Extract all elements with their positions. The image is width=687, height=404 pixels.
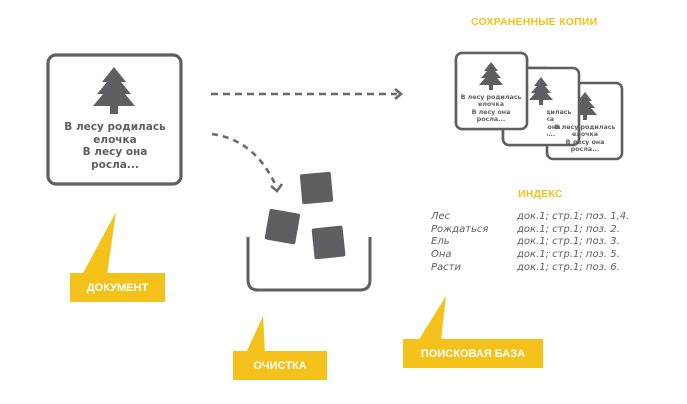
index-row: Рождаться док.1; стр.1; поз. 2.: [431, 224, 629, 237]
text-line: росла...: [526, 131, 556, 139]
document-label: ДОКУМЕНТ: [86, 281, 149, 294]
search-base-label: ПОИСКОВАЯ БАЗА: [420, 347, 526, 360]
index-table: Лес док.1; стр.1; поз. 1,4. Рождаться до…: [431, 211, 629, 275]
index-term: Ель: [431, 236, 450, 248]
fragment-cube: [311, 225, 346, 260]
text-line: В лесу родилась: [460, 94, 522, 101]
index-term: Она: [431, 249, 452, 261]
text-line: росла...: [570, 146, 600, 154]
text-line: В лесу она: [521, 123, 561, 131]
index-term: Рождаться: [431, 223, 489, 235]
index-row: Расти док.1; стр.1; поз. 6.: [431, 262, 629, 275]
cleaning-fragments: [264, 171, 346, 260]
dashed-curved-arrow-icon: [211, 132, 284, 193]
text-line: елочка: [93, 133, 137, 146]
saved-copies-title: СОХРАНЕННЫЕ КОПИИ: [471, 16, 598, 28]
text-line: В лесу она: [565, 138, 605, 146]
saved-copy-1-text: В лесу родилась елочка В лесу она росла.…: [455, 94, 527, 124]
text-line: росла...: [476, 116, 506, 124]
text-line: росла...: [91, 158, 139, 171]
index-row: Лес док.1; стр.1; поз. 1,4.: [431, 211, 629, 224]
index-location: док.1; стр.1; поз. 5.: [517, 249, 620, 261]
fragment-cube: [299, 171, 334, 205]
main-document-frame: [46, 53, 183, 186]
tree-icon: [93, 67, 135, 114]
text-line: В лесу родилась: [64, 121, 166, 133]
text-line: елочка: [477, 101, 505, 109]
index-row: Она док.1; стр.1; поз. 5.: [431, 249, 629, 262]
text-line: В лесу родилась: [554, 124, 616, 131]
fragment-cube: [264, 208, 301, 245]
index-location: док.1; стр.1; поз. 6.: [517, 261, 620, 273]
index-location: док.1; стр.1; поз. 3.: [517, 236, 620, 248]
bin-icon: [246, 237, 372, 292]
main-document: [46, 53, 183, 186]
callout-document: [70, 212, 165, 302]
callout-cleaning: [233, 316, 327, 380]
cleaning-label: ОЧИСТКА: [253, 359, 307, 372]
saved-copy-3-text: В лесу родилась елочка В лесу она росла.…: [549, 124, 621, 154]
index-term: Лес: [431, 211, 451, 222]
text-line: В лесу она: [471, 108, 511, 116]
index-title: ИНДЕКС: [518, 188, 563, 200]
main-document-text: В лесу родилась елочка В лесу она росла.…: [48, 121, 182, 171]
index-term: Расти: [431, 261, 461, 273]
index-location: док.1; стр.1; поз. 2.: [517, 223, 620, 235]
copy-layer-spacer: [546, 83, 547, 84]
dashed-arrow-right-icon: [211, 88, 404, 100]
text-line: В лесу она: [82, 146, 148, 159]
index-location: док.1; стр.1; поз. 1,4.: [517, 211, 630, 222]
index-row: Ель док.1; стр.1; поз. 3.: [431, 236, 629, 249]
callout-search-base: [403, 296, 543, 368]
text-line: елочка: [571, 131, 599, 139]
